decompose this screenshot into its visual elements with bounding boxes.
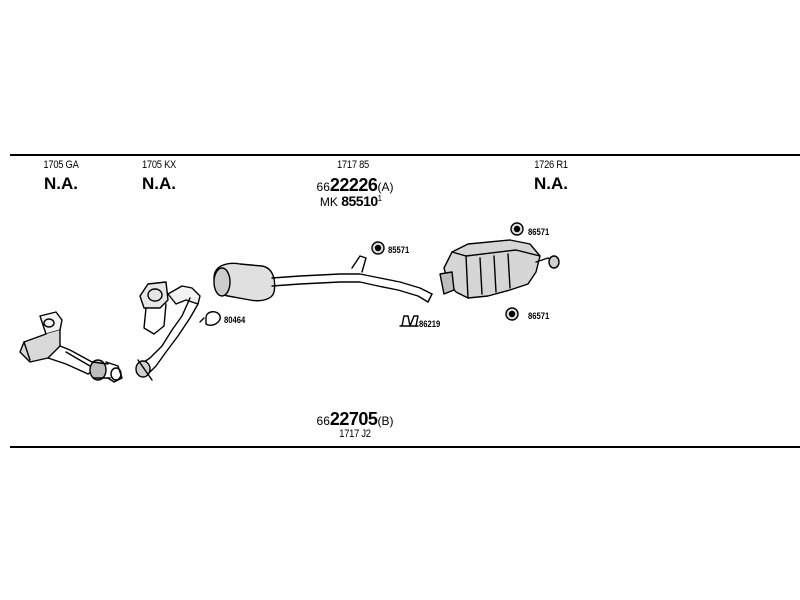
part-number-a: 6622226(A) [300,175,410,196]
part-code-171785: 1717 85 [336,159,370,171]
rubber-clip-icon-rear-bottom [505,307,519,321]
rubber-clip-icon-rear-top [510,222,524,236]
top-rule [10,154,800,156]
mk-note: 1 [377,194,383,203]
hanger-icon [399,315,419,327]
mk-main: 85510 [341,193,378,209]
part-code-1726r1: 1726 R1 [534,159,568,171]
downpipe-icon [135,281,201,381]
part-number-prefix: 66 [316,180,330,194]
label-clip-85571: 85571 [388,245,410,255]
label-clamp-80464: 80464 [224,315,246,325]
front-catalytic-converter-icon [19,311,123,383]
label-clip-86571-bottom: 86571 [528,311,550,321]
clamp-icon [199,311,221,326]
rear-silencer-icon [439,239,560,299]
label-clip-86571-top: 86571 [528,227,550,237]
footer-main: 22705 [329,409,378,429]
part-number-suffix: (A) [377,180,394,194]
status-na-4: N.A. [534,174,568,193]
middle-silencer-icon [213,255,433,303]
part-number-main: 22226 [329,175,378,195]
footer-prefix: 66 [316,414,330,428]
mk-prefix: MK [319,195,338,209]
footer-suffix: (B) [377,414,394,428]
mk-number: MK 855101 [306,193,396,209]
part-number-b: 6622705(B) [300,409,410,430]
label-hanger-86219: 86219 [419,319,441,329]
status-na-1: N.A. [44,174,78,193]
part-code-1705kx: 1705 KX [141,159,177,171]
bottom-rule [10,446,800,448]
status-na-2: N.A. [142,174,176,193]
part-code-1705ga: 1705 GA [43,159,79,171]
part-code-1717j2: 1717 J2 [339,428,371,440]
rubber-clip-icon-front [371,241,385,255]
